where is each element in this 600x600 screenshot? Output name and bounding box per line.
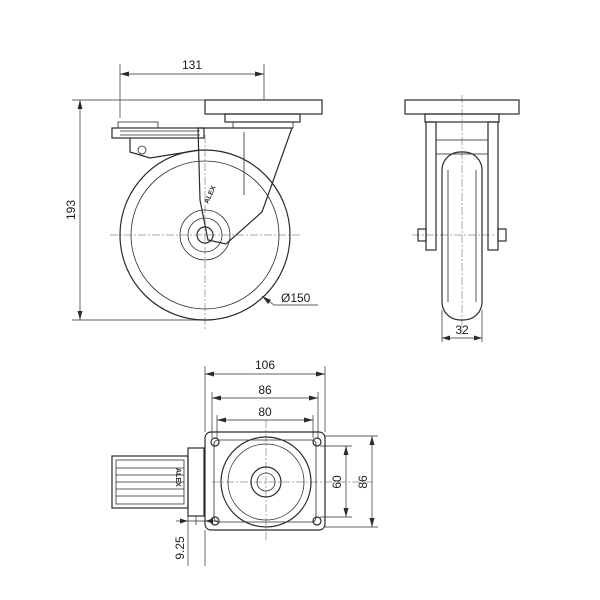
front-axle-cap-right — [497, 228, 507, 242]
top-plate-inner — [213, 439, 317, 523]
dim-80-arrow-right — [304, 417, 313, 423]
dim-131-label: 131 — [182, 58, 202, 72]
dim-86v-arrow-top — [369, 436, 375, 445]
dim-925-arrow-left — [180, 518, 188, 524]
dim-86h-label: 86 — [258, 383, 272, 397]
top-plate — [204, 99, 323, 115]
dim-32-arrow-right — [474, 335, 482, 341]
wheel-hub-outer — [179, 209, 231, 261]
dim-131-arrow-left — [120, 71, 129, 77]
dim-925-label: 9.25 — [173, 536, 187, 560]
dim-106-label: 106 — [255, 358, 275, 372]
dim-86h-arrow-left — [212, 395, 221, 401]
brake-lever — [129, 138, 201, 159]
brake-pedal — [111, 127, 205, 139]
dim-80-label: 80 — [258, 405, 272, 419]
top-swivel-inner — [227, 443, 305, 521]
dim-60-arrow-bottom — [343, 508, 349, 517]
dim-106-arrow-right — [316, 371, 325, 377]
top-kingpin-inner — [256, 472, 276, 492]
dim-150-label: Ø150 — [281, 291, 311, 305]
front-fork-leg-right — [487, 121, 499, 251]
dim-131-arrow-right — [255, 71, 264, 77]
wheel-tread-inner — [130, 160, 280, 310]
side-view: ALEX 131 193 Ø150 — [64, 58, 323, 330]
mount-hole-top-left — [210, 437, 220, 447]
dim-60-arrow-top — [343, 446, 349, 455]
wheel-hub-inner — [187, 217, 223, 253]
front-axle-cap-left — [417, 228, 427, 242]
dim-925-arrow-right — [205, 518, 213, 524]
mount-hole-bottom-right — [312, 516, 322, 526]
swivel-ring — [232, 121, 294, 129]
top-swivel-outer — [220, 436, 312, 528]
top-plate-outline — [204, 431, 326, 531]
dim-86v-arrow-bottom — [369, 518, 375, 527]
front-fork-leg-left — [425, 121, 437, 251]
mount-hole-top-right — [312, 437, 322, 447]
top-view: ALEX 106 86 80 60 86 — [111, 358, 378, 566]
top-view-brand-label: ALEX — [174, 468, 181, 487]
dim-60-label: 60 — [330, 475, 344, 489]
side-view-brand-label: ALEX — [203, 185, 217, 205]
front-brake-block — [435, 139, 489, 155]
dim-193-arrow-bottom — [77, 311, 83, 320]
swivel-bearing — [224, 113, 301, 123]
brake-pedal-cap — [117, 121, 159, 129]
dim-86v-label: 86 — [356, 475, 370, 489]
dim-106-arrow-left — [205, 371, 214, 377]
dim-193-arrow-top — [77, 100, 83, 109]
brake-pivot — [137, 145, 147, 155]
dim-193-label: 193 — [64, 200, 78, 220]
front-swivel-bearing — [424, 113, 500, 123]
dim-86h-arrow-right — [309, 395, 318, 401]
front-view: 32 — [404, 95, 520, 342]
dim-150-arrow — [262, 296, 271, 304]
top-kingpin-outer — [250, 466, 282, 498]
top-brake-bracket — [187, 447, 205, 517]
fork-body — [197, 127, 293, 245]
front-wheel — [441, 151, 483, 321]
dim-80-arrow-left — [217, 417, 226, 423]
dim-32-label: 32 — [455, 323, 469, 337]
dim-32-arrow-left — [442, 335, 450, 341]
